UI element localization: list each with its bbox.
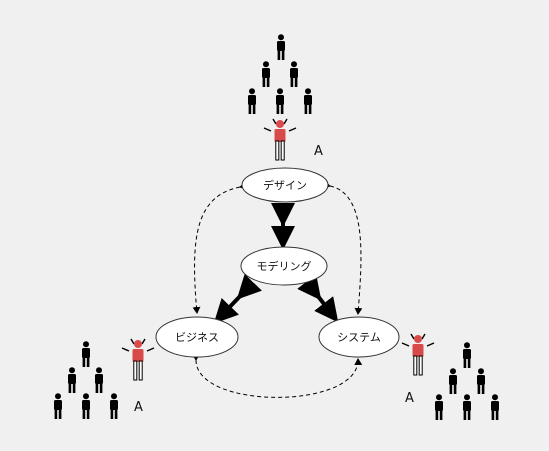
person-label-top: A xyxy=(314,144,323,159)
person-label-left: A xyxy=(134,400,143,415)
person-icon xyxy=(304,88,312,114)
person-icon xyxy=(54,393,62,419)
node-modeling-label: モデリング xyxy=(257,259,312,273)
node-system[interactable]: システム xyxy=(318,316,400,358)
person-icon xyxy=(82,341,90,367)
node-business-label: ビジネス xyxy=(175,331,219,344)
person-icon xyxy=(290,61,298,87)
person-icon xyxy=(248,88,256,114)
people-group-right: A xyxy=(401,333,499,420)
bold-arrow-modeling-business xyxy=(213,274,262,324)
dashed-connector-design-system xyxy=(323,180,363,315)
dashed-connector-business-system xyxy=(191,353,363,398)
person-label-right: A xyxy=(405,391,414,406)
person-icon xyxy=(262,61,270,87)
bold-arrow-modeling-system xyxy=(297,274,339,323)
dashed-connector-design-business xyxy=(192,181,247,314)
people-group-left: A xyxy=(54,338,155,419)
highlighted-person-icon xyxy=(121,338,155,381)
highlighted-person-icon xyxy=(263,118,297,161)
person-icon xyxy=(477,368,485,394)
person-icon xyxy=(82,393,90,419)
person-icon xyxy=(68,367,76,393)
highlighted-person-icon xyxy=(401,333,435,376)
node-business[interactable]: ビジネス xyxy=(155,316,239,358)
person-icon xyxy=(463,342,471,368)
person-icon xyxy=(435,394,443,420)
node-system-label: システム xyxy=(337,331,381,344)
person-icon xyxy=(463,394,471,420)
person-icon xyxy=(110,393,118,419)
node-design[interactable]: デザイン xyxy=(241,167,329,203)
person-icon xyxy=(276,88,284,114)
person-icon xyxy=(449,368,457,394)
people-group-top: A xyxy=(248,34,323,161)
person-icon xyxy=(277,34,285,60)
node-modeling[interactable]: モデリング xyxy=(240,246,328,286)
node-design-label: デザイン xyxy=(263,178,307,192)
person-icon xyxy=(95,367,103,393)
person-icon xyxy=(491,394,499,420)
